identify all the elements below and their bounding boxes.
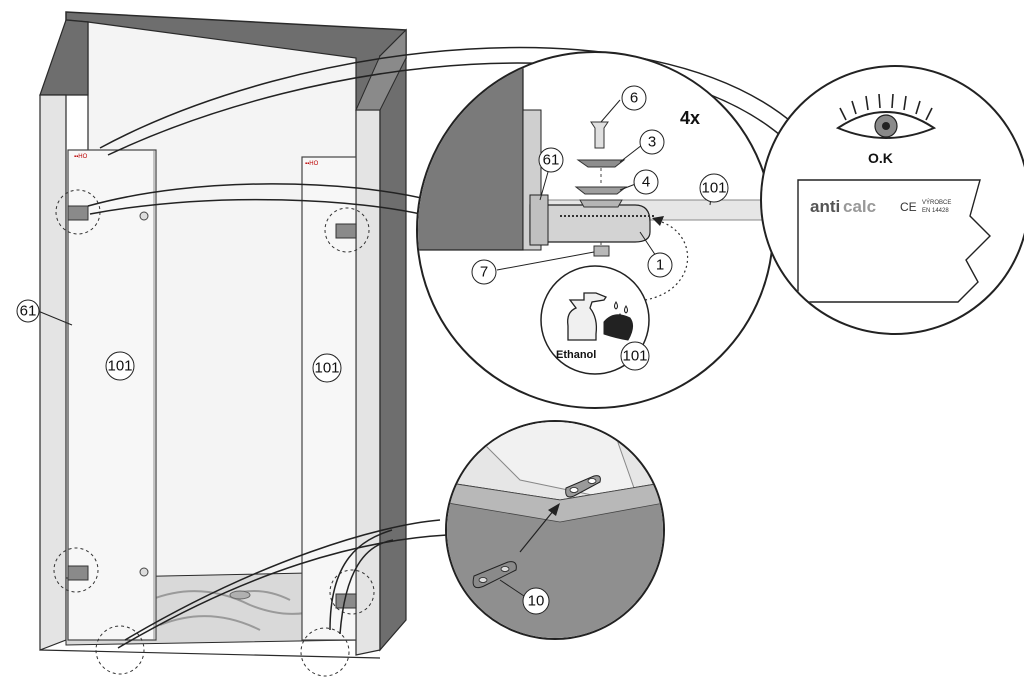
detail-hinge-body [529,204,651,243]
band-top-to-eye-outer [99,46,796,149]
knob-top [139,211,149,221]
band-foot-left-inner [117,534,448,649]
callout-101-detail: 101 [699,173,729,203]
left-wall [39,94,67,651]
cloth-icon [603,314,634,341]
tray-drain [229,590,251,600]
cert-line1: VÝROBCE [922,199,951,206]
callout-6: 6 [621,85,647,111]
eye-pupil [882,122,890,130]
highlight-hinge-bottom-right [329,569,375,615]
ok-label: O.K [868,150,893,166]
svg-text:61: 61 [20,303,37,320]
highlight-hinge-top-right [324,207,370,253]
cleaning-subdetail: Ethanol 101 [540,265,650,375]
band-hinge-to-detail-inner [89,198,426,216]
spray-bottle-icon [567,292,607,341]
band-foot-right-outer [329,529,393,631]
hinge-detail: 6 4x 3 4 61 101 1 7 [416,51,774,409]
highlight-foot-right [300,627,350,677]
svg-text:101: 101 [314,360,339,377]
svg-text:6: 6 [630,90,638,107]
ce-mark: CE [900,200,917,214]
leader-1 [639,231,657,257]
svg-text:101: 101 [107,358,132,375]
right-wall-side [379,28,407,652]
svg-text:4: 4 [642,174,650,191]
door-logo-right: ▪▪HO [305,161,319,167]
quantity-label: 4x [680,108,700,128]
left-wall-top [39,19,89,96]
foot-tray-bevel [447,479,663,523]
band-foot-left-outer [124,519,441,641]
foot-mounted [565,475,601,498]
highlight-hinge-bottom-left [53,547,99,593]
detail-cap-7 [593,245,610,257]
band-hinge-to-detail-outer [87,183,431,207]
callout-61-frame: 61 [16,299,40,323]
foot-arrow-line [519,509,555,553]
dotted-arrow-head [652,216,664,226]
callout-4: 4 [633,169,659,195]
leader-61 [37,310,73,326]
leader-61-detail [539,171,549,201]
door-logo-left: ▪▪HO [74,154,88,160]
knob-bottom [139,567,149,577]
cert-line2: EN 14428 [922,208,949,214]
foot-part-10 [472,561,517,589]
svg-text:1: 1 [656,257,664,274]
svg-text:101: 101 [622,348,647,365]
callout-7: 7 [471,259,497,285]
callout-101-left: 101 [105,351,135,381]
detail-washer-4b [579,199,623,208]
hinge-bottom-left [67,565,89,581]
floor-line [39,649,381,659]
leader-6 [600,99,621,123]
ethanol-label: Ethanol [556,349,596,361]
certificate-sheet [797,179,991,303]
foot-detail: 10 [445,420,665,640]
brand-anti: anti [810,197,840,216]
svg-text:3: 3 [648,134,656,151]
foot-arrow-head [548,503,560,516]
svg-text:7: 7 [480,264,488,281]
check-detail: O.K anti calc CE VÝROBCE EN 14428 [760,65,1024,335]
detail-screw-6 [590,121,609,149]
detail-hinge-plate [529,194,549,246]
callout-101-right: 101 [312,353,342,383]
svg-text:61: 61 [543,152,560,169]
left-door-panel [67,149,157,641]
svg-text:10: 10 [528,593,545,610]
hinge-top-right [335,223,357,239]
callout-101-cloth: 101 [620,341,650,371]
leader-7 [496,251,595,271]
eyelashes [839,93,933,121]
callout-61-detail: 61 [538,147,564,173]
shower-enclosure: ▪▪HO ▪▪HO 61 101 101 [16,11,407,677]
callout-3: 3 [639,129,665,155]
detail-washer-3 [576,159,626,168]
detail-washer-4 [574,186,628,195]
highlight-foot-left [95,625,145,675]
brand-calc: calc [843,197,876,216]
leader-3 [619,144,643,163]
leader-10 [499,579,525,597]
callout-10: 10 [522,587,550,615]
right-wall-top [355,28,407,111]
hinge-top-left [67,205,89,221]
band-foot-right-inner [339,539,394,635]
svg-text:101: 101 [701,180,726,197]
right-wall-front [355,109,381,656]
callout-1: 1 [647,252,673,278]
detail-wall [418,59,524,251]
